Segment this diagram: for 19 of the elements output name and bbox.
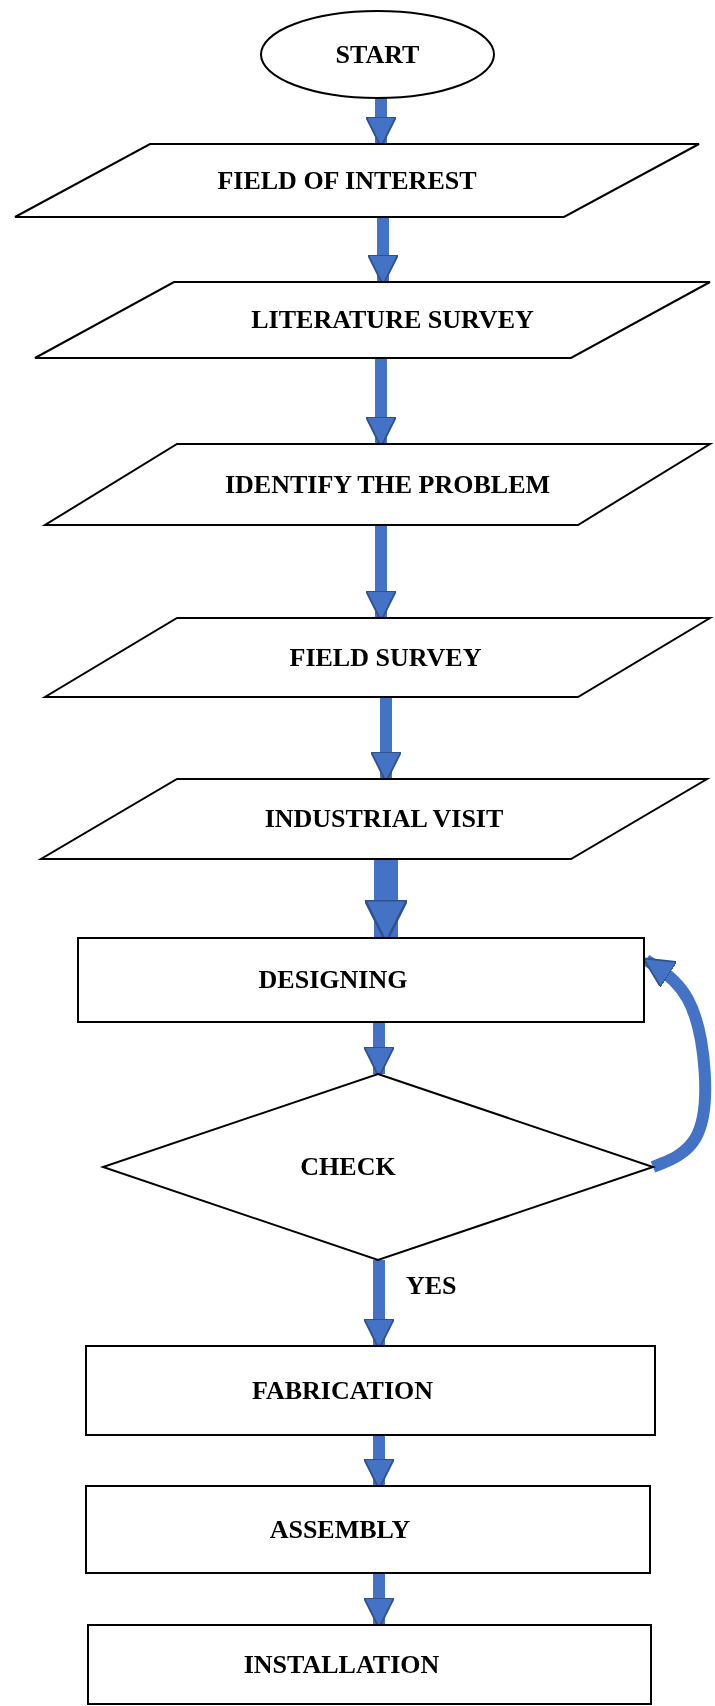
step-label: IDENTIFY THE PROBLEM bbox=[224, 469, 551, 500]
step-label: FIELD SURVEY bbox=[289, 642, 482, 673]
step-label: LITERATURE SURVEY bbox=[251, 305, 534, 335]
decision-diamond bbox=[103, 1074, 653, 1260]
step-label: FABRICATION bbox=[251, 1375, 434, 1406]
step-label: ASSEMBLY bbox=[269, 1514, 411, 1545]
process-box bbox=[86, 1486, 650, 1573]
process-box bbox=[86, 1346, 655, 1435]
step-label: DESIGNING bbox=[258, 965, 408, 995]
step-label: FIELD OF INTEREST bbox=[217, 165, 477, 196]
process-box bbox=[78, 938, 644, 1022]
step-label: INSTALLATION bbox=[243, 1649, 440, 1680]
input-parallelogram bbox=[35, 282, 710, 358]
step-label: INDUSTRIAL VISIT bbox=[264, 804, 504, 834]
process-box bbox=[88, 1625, 651, 1704]
step-label: CHECK bbox=[300, 1152, 396, 1182]
step-label: START bbox=[335, 39, 420, 70]
input-parallelogram bbox=[15, 144, 699, 217]
terminal-ellipse bbox=[261, 11, 494, 98]
